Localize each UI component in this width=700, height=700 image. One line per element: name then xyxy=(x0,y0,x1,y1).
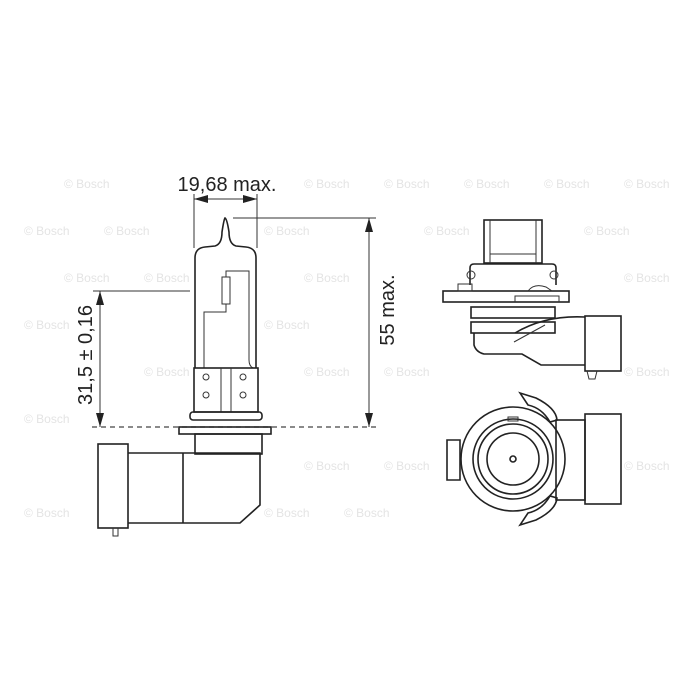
watermark-text: © Bosch xyxy=(264,506,310,520)
watermark-text: © Bosch xyxy=(24,506,70,520)
watermark-text: © Bosch xyxy=(64,177,110,191)
watermark-text: © Bosch xyxy=(384,177,430,191)
watermark-text: © Bosch xyxy=(464,177,510,191)
watermark-text: © Bosch xyxy=(104,224,150,238)
bulb-front-view xyxy=(446,391,622,527)
watermark-text: © Bosch xyxy=(584,224,630,238)
watermark-text: © Bosch xyxy=(304,365,350,379)
light-center-dimension-label: 31,5 ± 0,16 xyxy=(75,305,97,405)
watermark-text: © Bosch xyxy=(344,506,390,520)
watermark-text: © Bosch xyxy=(624,365,670,379)
watermark-text: © Bosch xyxy=(64,271,110,285)
watermark-text: © Bosch xyxy=(384,459,430,473)
watermark-text: © Bosch xyxy=(624,271,670,285)
watermark-text: © Bosch xyxy=(544,177,590,191)
watermark-text: © Bosch xyxy=(264,318,310,332)
bulb-rotated-side-view xyxy=(442,219,622,380)
watermark-pattern: © Bosch © Bosch © Bosch © Bosch © Bosch © Bos… xyxy=(24,177,670,520)
watermark-text: © Bosch xyxy=(144,271,190,285)
watermark-text: © Bosch xyxy=(144,365,190,379)
watermark-text: © Bosch xyxy=(304,271,350,285)
watermark-text: © Bosch xyxy=(624,459,670,473)
watermark-text: © Bosch xyxy=(424,224,470,238)
watermark-text: © Bosch xyxy=(24,318,70,332)
watermark-text: © Bosch xyxy=(304,177,350,191)
watermark-text: © Bosch xyxy=(24,224,70,238)
watermark-text: © Bosch xyxy=(304,459,350,473)
width-dimension-label: 19,68 max. xyxy=(178,174,277,196)
height-dimension-label: 55 max. xyxy=(377,274,399,345)
watermark-text: © Bosch xyxy=(384,365,430,379)
watermark-text: © Bosch xyxy=(264,224,310,238)
watermark-text: © Bosch xyxy=(624,177,670,191)
watermark-text: © Bosch xyxy=(24,412,70,426)
bulb-side-view: 19,68 max. 55 max. 31,5 ± 0,16 xyxy=(75,174,399,537)
